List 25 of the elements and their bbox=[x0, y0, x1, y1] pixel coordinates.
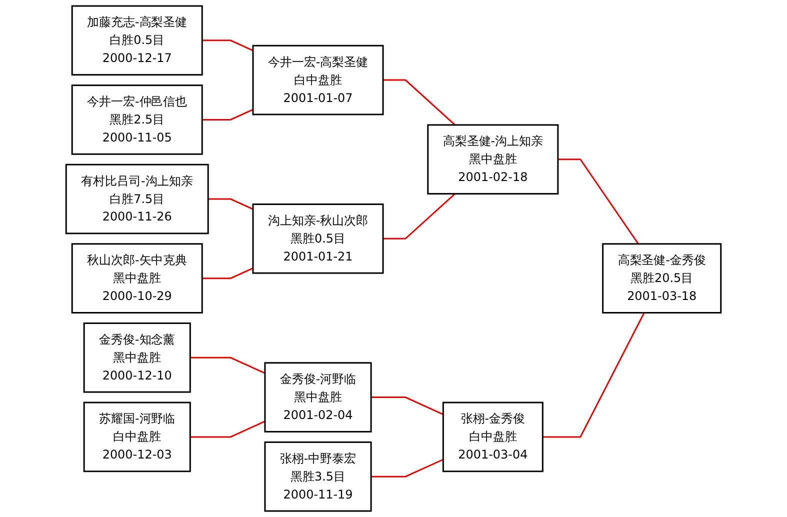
bracket-line bbox=[202, 40, 254, 52]
bracket-line bbox=[202, 108, 254, 120]
match-box: 加藤充志-高梨圣健 白胜0.5目 2000-12-17 bbox=[71, 5, 203, 76]
match-box: 高梨圣健-金秀俊 黑胜20.5目 2001-03-18 bbox=[602, 243, 722, 314]
bracket-line bbox=[202, 267, 254, 280]
match-box: 有村比吕司-沟上知亲 白胜7.5目 2000-11-26 bbox=[65, 164, 209, 234]
match-box: 苏耀国-河野临 白中盘胜 2000-12-03 bbox=[83, 402, 191, 472]
bracket-line bbox=[542, 312, 645, 438]
bracket-line bbox=[558, 158, 639, 244]
match-box: 今井一宏-高梨圣健 白中盘胜 2001-01-07 bbox=[252, 44, 384, 116]
bracket-line bbox=[383, 79, 456, 126]
match-box: 金秀俊-知念薰 黑中盘胜 2000-12-10 bbox=[83, 322, 191, 393]
bracket-line bbox=[190, 420, 266, 438]
match-box: 张栩-金秀俊 白中盘胜 2001-03-04 bbox=[442, 402, 544, 472]
match-box: 沟上知亲-秋山次郎 黑胜0.5目 2001-01-21 bbox=[252, 204, 384, 274]
bracket-line bbox=[383, 193, 456, 240]
bracket-line bbox=[371, 396, 444, 416]
match-box: 金秀俊-河野临 黑中盘胜 2001-02-04 bbox=[264, 362, 372, 432]
bracket-line bbox=[371, 458, 444, 478]
match-box: 高梨圣健-沟上知亲 黑中盘胜 2001-02-18 bbox=[427, 124, 559, 195]
bracket-line bbox=[190, 356, 266, 374]
bracket-line bbox=[208, 198, 254, 210]
match-box: 张栩-中野泰宏 黑胜3.5目 2000-11-19 bbox=[264, 441, 372, 512]
match-box: 秋山次郎-矢中克典 黑中盘胜 2000-10-29 bbox=[71, 243, 203, 314]
match-box: 今井一宏-仲邑信也 黑胜2.5目 2000-11-05 bbox=[71, 84, 203, 155]
